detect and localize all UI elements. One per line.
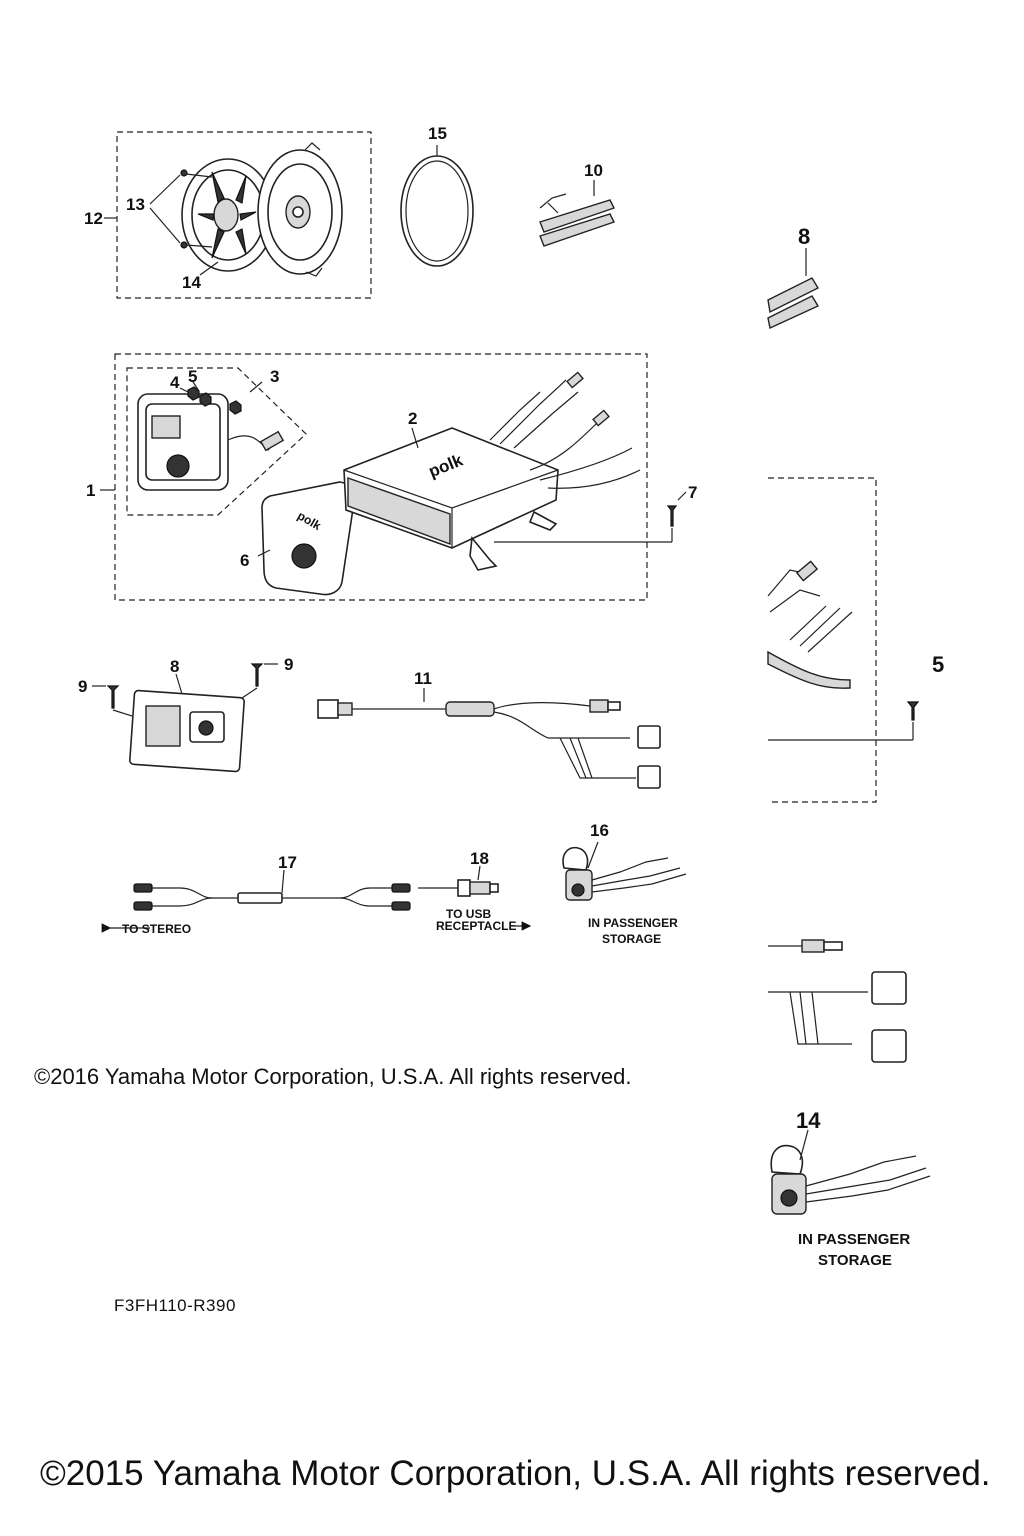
callout-5: 5: [188, 367, 197, 386]
inset-usb-receptacle-14: 14 IN PASSENGER STORAGE: [770, 1108, 931, 1269]
amplifier-2: polk 2: [343, 371, 641, 571]
mount-8: 8 9 9: [78, 655, 293, 773]
callout-18: 18: [470, 849, 489, 868]
callout-17: 17: [278, 853, 297, 872]
copyright-2016: ©2016 Yamaha Motor Corporation, U.S.A. A…: [34, 1064, 632, 1089]
note-in-passenger-1: IN PASSENGER: [588, 916, 678, 930]
callout-16: 16: [590, 821, 609, 840]
figure-code: F3FH110-R390: [114, 1296, 236, 1315]
inset-note-in-passenger-2: STORAGE: [818, 1252, 892, 1269]
note-to-usb-1: TO USB: [446, 907, 491, 921]
callout-1: 1: [86, 481, 95, 500]
gasket-15: 15: [400, 124, 474, 267]
callout-6: 6: [240, 551, 249, 570]
screw-13-bottom: [180, 241, 213, 249]
inset-note-in-passenger-1: IN PASSENGER: [798, 1231, 910, 1248]
cover-6: polk 6: [240, 481, 356, 596]
inset-harness: [768, 939, 907, 1063]
callout-9-right: 9: [284, 655, 293, 674]
callout-10: 10: [584, 161, 603, 180]
stereo-assembly: 4 5 3 polk 6 polk 2: [86, 353, 697, 601]
callout-4: 4: [170, 373, 180, 392]
adapter-18: 18 TO USB RECEPTACLE: [418, 849, 532, 933]
callout-3: 3: [270, 367, 279, 386]
usb-receptacle-16: 16 IN PASSENGER STORAGE: [562, 821, 687, 946]
inset-callout-8: 8: [798, 224, 810, 249]
speaker-assembly: 12 13 14: [84, 131, 372, 299]
callout-12: 12: [84, 209, 103, 228]
inset-wiring-box: 5: [767, 477, 944, 803]
harness-11: 11: [317, 669, 661, 789]
callout-2: 2: [408, 409, 417, 428]
inset-part-8: 8: [767, 224, 820, 330]
callout-8: 8: [170, 657, 179, 676]
bracket-10: 10: [539, 161, 615, 247]
callout-15: 15: [428, 124, 447, 143]
note-in-passenger-2: STORAGE: [602, 932, 661, 946]
screw-7: 7: [494, 483, 697, 543]
callout-13: 13: [126, 195, 145, 214]
note-to-usb-2: RECEPTACLE: [436, 919, 516, 933]
callout-9-left: 9: [78, 677, 87, 696]
callout-11: 11: [414, 669, 432, 688]
screw-13-top: [180, 169, 213, 178]
note-to-stereo: TO STEREO: [122, 922, 191, 936]
cable-17: 17 TO STEREO: [101, 853, 411, 936]
inset-callout-5: 5: [932, 652, 944, 677]
callout-7: 7: [688, 483, 697, 502]
inset-callout-14: 14: [796, 1108, 821, 1133]
callout-14: 14: [182, 273, 201, 292]
copyright-2015: ©2015 Yamaha Motor Corporation, U.S.A. A…: [40, 1454, 991, 1493]
